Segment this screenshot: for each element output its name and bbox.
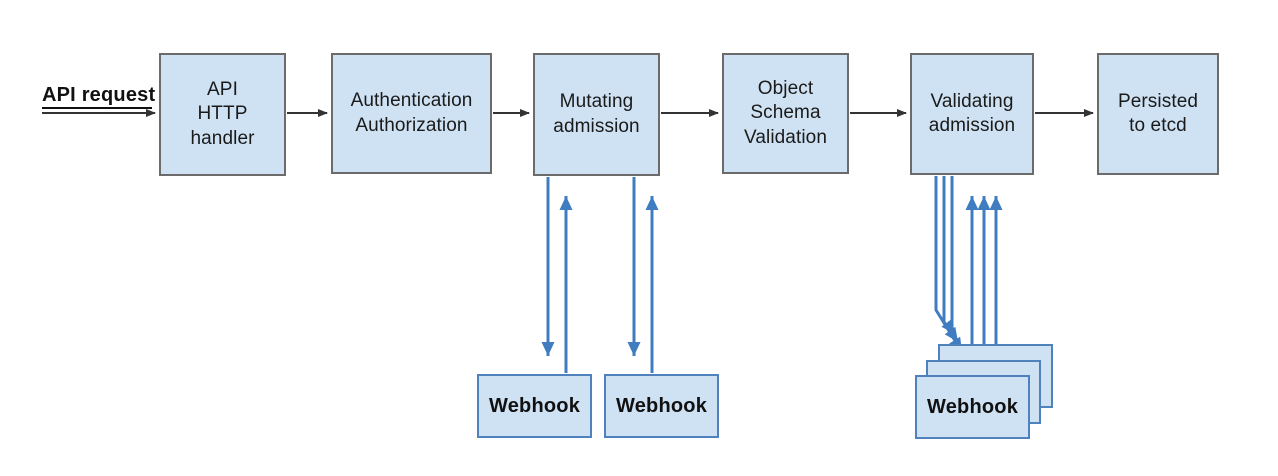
stage-mutating-admission[interactable]: Mutating admission (533, 53, 660, 176)
webhook-call-mutating-2 (627, 177, 659, 373)
stage-validating-admission[interactable]: Validating admission (910, 53, 1034, 175)
webhook-call-validating-down (934, 176, 964, 353)
webhook-box-mutating-1[interactable]: Webhook (477, 374, 592, 438)
stage-api-http-handler[interactable]: API HTTP handler (159, 53, 286, 176)
stage-object-schema-validation[interactable]: Object Schema Validation (722, 53, 849, 174)
webhook-box-mutating-2[interactable]: Webhook (604, 374, 719, 438)
stage-authentication-authorization[interactable]: Authentication Authorization (331, 53, 492, 174)
stage-persisted-to-etcd[interactable]: Persisted to etcd (1097, 53, 1219, 175)
entry-label-api-request: API request (42, 84, 156, 106)
webhook-call-mutating-1 (541, 177, 573, 373)
webhook-box-validating-front[interactable]: Webhook (915, 375, 1030, 439)
